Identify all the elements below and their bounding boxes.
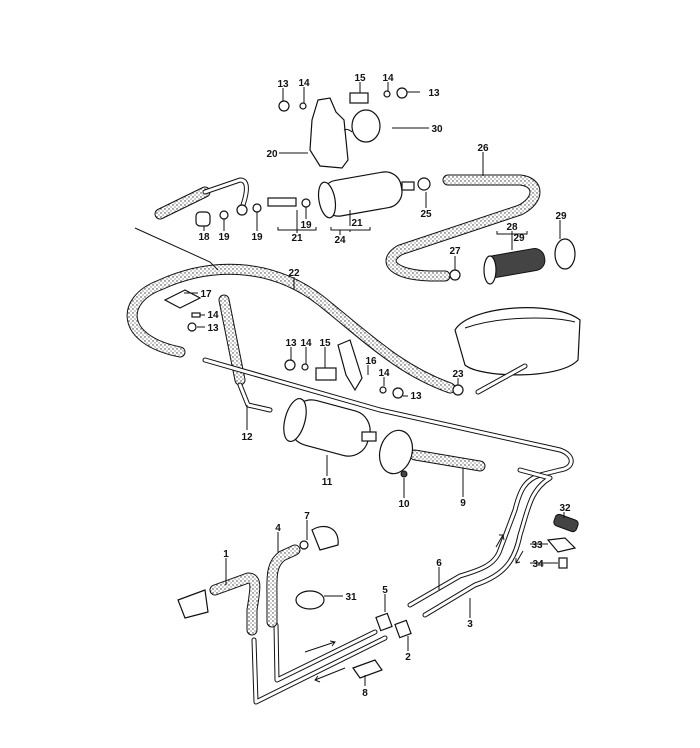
callout-1: 1 [223,549,229,560]
callout-14: 14 [382,73,394,84]
hose-4 [266,544,301,628]
callout-28: 28 [506,222,518,233]
reference-line [134,227,219,271]
leader-lines [184,82,565,686]
callout-14: 14 [207,310,219,321]
hose-upper-left [154,177,249,220]
callout-7: 7 [304,511,310,522]
callout-29: 29 [513,233,525,244]
callout-3: 3 [467,619,473,630]
callout-5: 5 [382,585,388,596]
callout-32: 32 [559,503,571,514]
callout-13: 13 [428,88,440,99]
callout-21: 21 [351,218,363,229]
hose-26 [385,174,541,282]
small-parts [163,87,579,679]
callout-4: 4 [275,523,281,534]
callout-34: 34 [532,559,544,570]
accumulator-28 [449,238,576,285]
callout-30: 30 [431,124,443,135]
hose-9 [409,449,486,472]
callout-21: 21 [291,233,303,244]
callout-27: 27 [449,246,461,257]
callout-11: 11 [322,477,333,488]
callout-12: 12 [241,432,253,443]
hose-1 [209,572,261,636]
bracket-lines [277,227,528,235]
callout-14: 14 [378,368,390,379]
callout-14: 14 [298,78,310,89]
fuel-line-main [202,357,574,705]
fuel-pump-upper [317,171,415,219]
callout-13: 13 [207,323,219,334]
hose-22 [126,263,456,394]
callout-24: 24 [334,235,346,246]
callout-18: 18 [198,232,210,243]
fuel-pump-lower [283,397,377,457]
callout-19: 19 [251,232,263,243]
fuel-tank-sump [452,307,581,396]
flow-arrows [304,534,524,683]
callout-15: 15 [319,338,331,349]
callout-14: 14 [300,338,312,349]
callout-13: 13 [410,391,422,402]
callout-29: 29 [555,211,567,222]
callout-9: 9 [460,498,466,509]
filter-clamp-10 [378,429,414,478]
callout-16: 16 [365,356,377,367]
callout-17: 17 [200,289,212,300]
callout-13: 13 [277,79,289,90]
callout-6: 6 [436,558,442,569]
callout-2: 2 [405,652,411,663]
hose-vertical [218,294,273,413]
callout-8: 8 [362,688,368,699]
callout-20: 20 [266,149,278,160]
callout-19: 19 [218,232,230,243]
callout-labels: 13 14 15 14 13 30 20 26 25 21 24 18 19 1… [198,73,571,699]
callout-26: 26 [477,143,489,154]
callout-22: 22 [288,268,300,279]
callout-23: 23 [452,369,464,380]
callout-25: 25 [420,209,432,220]
callout-15: 15 [354,73,366,84]
callout-31: 31 [345,592,357,603]
callout-10: 10 [398,499,410,510]
callout-13: 13 [285,338,297,349]
callout-19: 19 [300,220,312,231]
callout-33: 33 [531,540,543,551]
bracket-20 [309,97,381,169]
